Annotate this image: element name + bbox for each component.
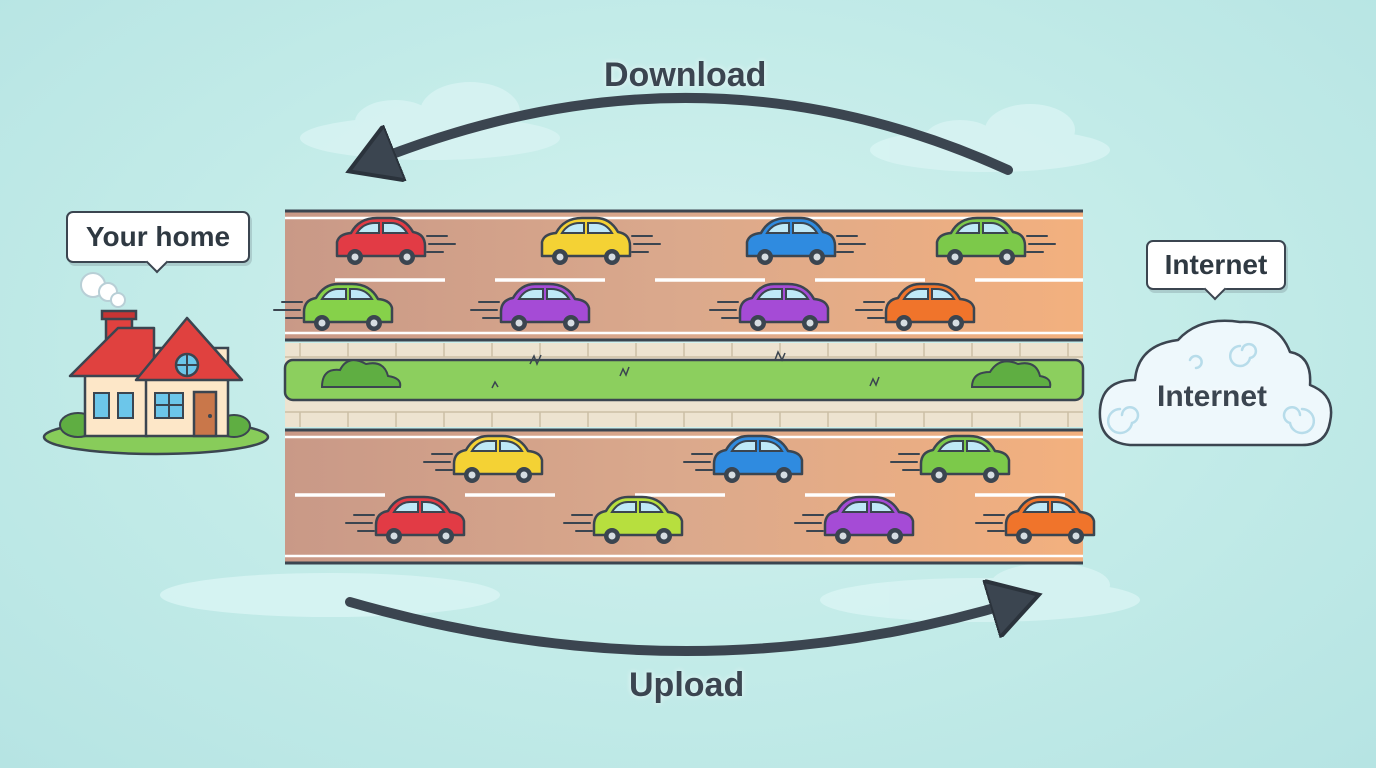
internet-callout: Internet: [1146, 240, 1286, 290]
car-icon: [563, 495, 684, 544]
car-icon: [794, 495, 915, 544]
internet-cloud-label: Internet: [1157, 380, 1268, 413]
bush-icon: [320, 359, 1052, 388]
car-icon: [470, 282, 591, 331]
car-icon: [855, 282, 976, 331]
car-icon: [745, 216, 866, 265]
car-icon: [423, 434, 544, 483]
upload-arrow-icon: [345, 602, 1015, 656]
upload-label: Upload: [629, 666, 745, 704]
car-icon: [335, 216, 456, 265]
download-label: Download: [604, 56, 767, 94]
car-icon: [709, 282, 830, 331]
car-icon: [975, 495, 1096, 544]
car-icon: [935, 216, 1056, 265]
download-arrow-icon: [372, 93, 1013, 170]
car-icon: [540, 216, 661, 265]
car-icon: [683, 434, 804, 483]
car-icon: [273, 282, 394, 331]
home-callout: Your home: [66, 211, 250, 263]
car-icon: [345, 495, 466, 544]
car-icon: [890, 434, 1011, 483]
